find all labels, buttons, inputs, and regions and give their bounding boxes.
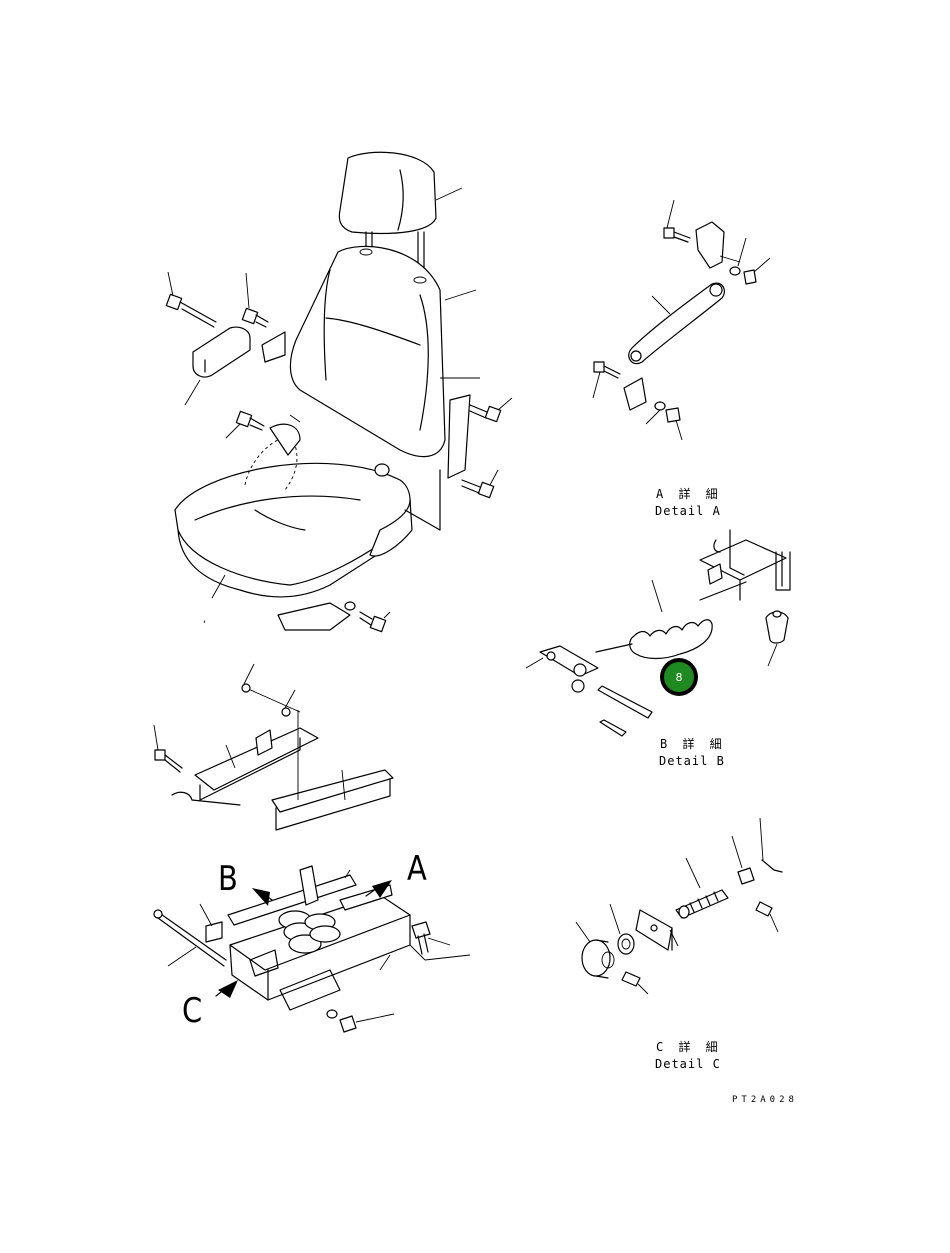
detail-a-title-en: Detail A (655, 504, 721, 518)
detail-b-title-jp: B 詳 細 (660, 737, 726, 751)
detail-c-title-jp: C 詳 細 (656, 1040, 722, 1054)
detail-a-title-jp: A 詳 細 (656, 487, 722, 501)
view-arrow-b (252, 888, 273, 906)
headrest (338, 151, 437, 283)
seat-bolts (165, 271, 513, 633)
detail-b-title-en: Detail B (659, 754, 725, 768)
drawing-code: PT2A028 (732, 1095, 798, 1105)
slide-rails (153, 663, 394, 831)
callout-marker-label: 8 (664, 662, 694, 692)
view-letter-b: B (218, 859, 238, 899)
seat-cushion: , (174, 434, 411, 625)
seat-back (289, 245, 446, 458)
view-arrow-a (365, 880, 392, 898)
armrest (184, 326, 251, 406)
detail-b-drawing (525, 529, 791, 737)
detail-a-drawing (592, 199, 771, 441)
detail-c-drawing (575, 817, 783, 995)
suspension-base (153, 865, 471, 1033)
view-arrow-c (215, 980, 238, 998)
detail-c-title-en: Detail C (655, 1057, 721, 1071)
callout-marker[interactable]: 8 (660, 658, 698, 696)
seat-brackets (261, 331, 471, 631)
svg-text:,: , (203, 614, 206, 625)
view-letter-a: A (407, 849, 427, 889)
view-letter-c: C (182, 991, 203, 1031)
